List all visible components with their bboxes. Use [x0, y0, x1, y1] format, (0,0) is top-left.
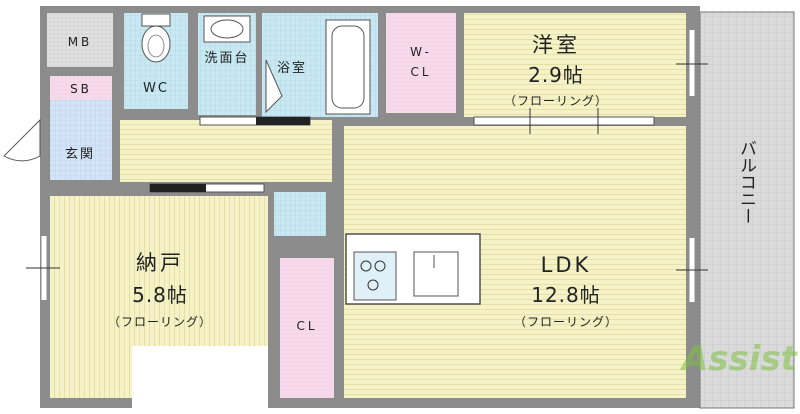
ldk-floor: （フローリング） — [514, 315, 618, 329]
watermark-logo: Assist — [679, 339, 799, 379]
closet-label: CL — [296, 319, 317, 333]
outer-ext — [0, 6, 40, 414]
nando-area — [50, 196, 268, 346]
kitchen-counter — [345, 233, 481, 305]
mb-label: MB — [68, 35, 93, 49]
wc-label: WC — [143, 81, 169, 96]
nando-name: 納戸 — [136, 251, 184, 275]
yokushitsu-label: 浴室 — [277, 60, 307, 76]
nando-floor: （フローリング） — [108, 315, 212, 329]
sb-label: SB — [70, 82, 92, 96]
yoshitsu-size: 2.9帖 — [528, 63, 584, 87]
closet-area — [280, 258, 334, 398]
toilet-icon — [141, 13, 171, 63]
nando-area-lower — [50, 346, 132, 398]
wcl-label-bottom: CL — [410, 65, 431, 79]
ldk-size: 12.8帖 — [531, 283, 601, 307]
genkan-label: 玄関 — [65, 147, 95, 162]
balcony-label: バルコニー — [736, 140, 756, 225]
sliding-door — [473, 116, 655, 126]
hall-area — [120, 120, 332, 182]
utility-box — [274, 192, 326, 236]
yoshitsu-floor: （フローリング） — [504, 94, 608, 108]
bathtub-icon — [325, 19, 371, 115]
sb-area — [50, 76, 112, 100]
notch — [132, 346, 268, 408]
bath-door — [265, 59, 283, 114]
senmen-label: 洗面台 — [204, 51, 249, 66]
mb-area — [47, 13, 113, 67]
wcl-label-top: W- — [410, 45, 432, 59]
stove-burner-icon — [360, 260, 372, 272]
stove-burner-icon — [374, 260, 386, 272]
entrance-door — [3, 118, 41, 162]
sink-icon — [413, 251, 459, 297]
ldk-name: LDK — [541, 253, 592, 277]
yoshitsu-area — [464, 13, 686, 117]
balcony-area — [699, 11, 795, 409]
genkan-area — [50, 100, 112, 180]
stove-burner-icon — [367, 279, 379, 291]
nando-size: 5.8帖 — [132, 283, 188, 307]
washbasin-icon — [203, 15, 251, 43]
wcl-area — [386, 13, 456, 113]
yoshitsu-name: 洋室 — [532, 33, 580, 57]
